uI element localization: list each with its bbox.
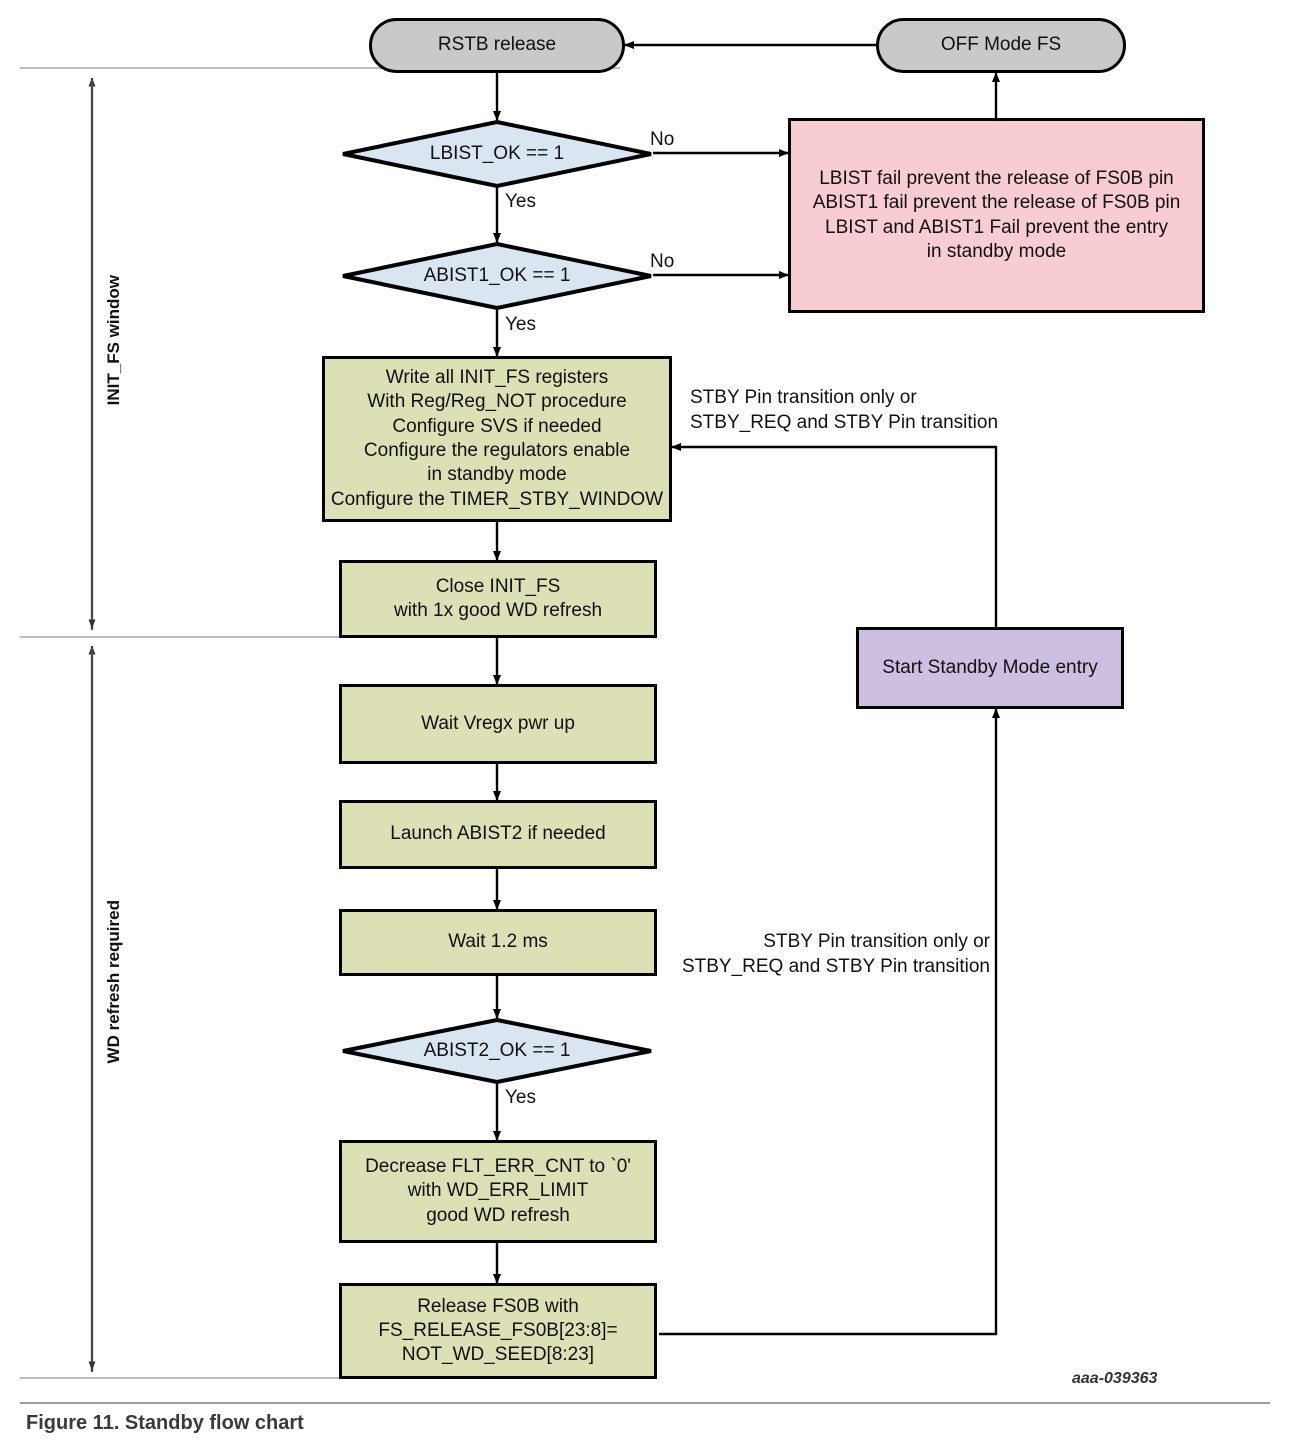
diamond-shape (342, 1018, 652, 1084)
node-abist2-ok[interactable]: ABIST2_OK == 1 (341, 1018, 653, 1084)
edge-label-stby-transition-bottom: STBY Pin transition only or STBY_REQ and… (681, 931, 990, 977)
bracket-rule-middle (20, 636, 640, 638)
node-lbist-ok-label: LBIST_OK == 1 (429, 143, 565, 164)
bracket-rule-top (20, 67, 620, 69)
node-abist2-ok-label: ABIST2_OK == 1 (423, 1040, 571, 1061)
node-release-fs0b-label: Release FS0B with FS_RELEASE_FS0B[23:8]=… (378, 1295, 618, 1366)
diamond-shape (342, 242, 652, 310)
figure-caption: Figure 11. Standby flow chart (26, 1412, 304, 1434)
figure-code: aaa-039363 (1072, 1370, 1158, 1387)
node-start-standby-entry-label: Start Standby Mode entry (882, 656, 1098, 678)
node-rstb-release-label: RSTB release (437, 34, 557, 56)
node-decrease-flt-err-cnt[interactable]: Decrease FLT_ERR_CNT to `0' with WD_ERR_… (339, 1140, 657, 1243)
node-off-mode-fs-label: OFF Mode FS (940, 34, 1062, 56)
node-write-init-fs[interactable]: Write all INIT_FS registers With Reg/Reg… (322, 356, 672, 522)
node-wait-12ms[interactable]: Wait 1.2 ms (339, 909, 657, 976)
node-bist-fail-box[interactable]: LBIST fail prevent the release of FS0B p… (788, 118, 1205, 313)
node-launch-abist2-label: Launch ABIST2 if needed (390, 823, 606, 845)
node-close-init-fs[interactable]: Close INIT_FS with 1x good WD refresh (339, 560, 657, 638)
node-abist1-ok-label: ABIST1_OK == 1 (423, 265, 571, 286)
node-close-init-fs-label: Close INIT_FS with 1x good WD refresh (393, 575, 603, 621)
node-start-standby-entry[interactable]: Start Standby Mode entry (856, 627, 1124, 709)
side-label-init-fs-window: INIT_FS window (104, 275, 123, 406)
node-off-mode-fs[interactable]: OFF Mode FS (876, 18, 1126, 73)
figure-divider (20, 1402, 1270, 1404)
edge-label-abist2-yes: Yes (505, 1087, 536, 1108)
edge-label-abist1-yes: Yes (505, 314, 536, 335)
node-write-init-fs-label: Write all INIT_FS registers With Reg/Reg… (330, 367, 664, 510)
node-decrease-flt-err-cnt-label: Decrease FLT_ERR_CNT to `0' with WD_ERR_… (365, 1156, 631, 1226)
node-release-fs0b[interactable]: Release FS0B with FS_RELEASE_FS0B[23:8]=… (339, 1283, 657, 1379)
edge-label-lbist-yes: Yes (505, 191, 536, 212)
diamond-shape (342, 120, 652, 188)
node-wait-vregx-label: Wait Vregx pwr up (421, 712, 575, 734)
node-abist1-ok[interactable]: ABIST1_OK == 1 (341, 242, 653, 310)
node-wait-vregx[interactable]: Wait Vregx pwr up (339, 684, 657, 764)
node-lbist-ok[interactable]: LBIST_OK == 1 (341, 120, 653, 188)
side-label-wd-refresh-required: WD refresh required (104, 900, 123, 1064)
node-launch-abist2[interactable]: Launch ABIST2 if needed (339, 800, 657, 869)
bracket-rule-bottom (20, 1377, 640, 1379)
node-bist-fail-label: LBIST fail prevent the release of FS0B p… (812, 167, 1181, 262)
edge-label-stby-transition-top: STBY Pin transition only or STBY_REQ and… (690, 387, 999, 433)
node-rstb-release[interactable]: RSTB release (369, 18, 625, 73)
edge-label-lbist-no: No (650, 129, 675, 150)
edge-label-abist1-no: No (650, 251, 675, 272)
node-wait-12ms-label: Wait 1.2 ms (448, 931, 548, 953)
